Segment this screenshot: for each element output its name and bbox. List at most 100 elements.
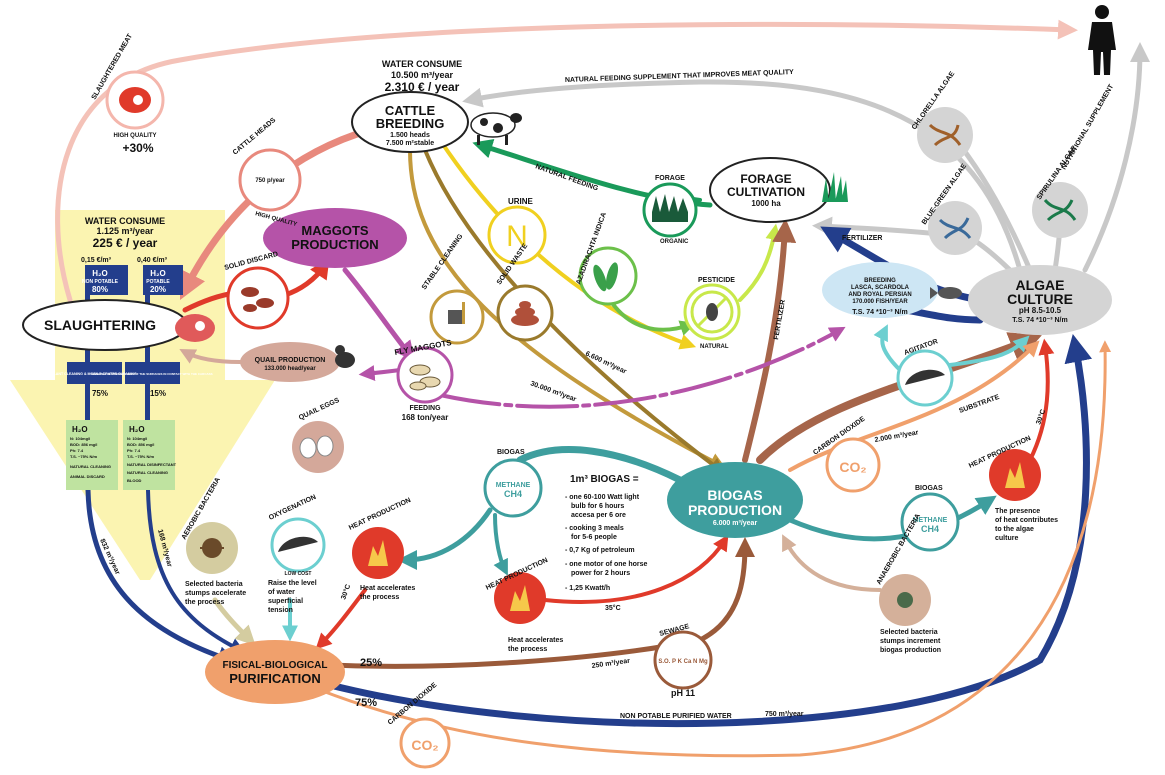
waste-right-l3: Ph: 7.4 xyxy=(127,448,141,453)
flow-meat-to-human xyxy=(55,19,1078,303)
forage-cultivation-title1: FORAGE xyxy=(740,172,791,186)
cattle-heads-node xyxy=(238,148,302,212)
methane-left-label: BIOGAS xyxy=(497,449,525,456)
waste-left-l2: BOD: 856 mg/l xyxy=(70,442,97,447)
chlorella-node xyxy=(917,107,973,163)
dung-icon xyxy=(511,301,539,326)
flow-purified-pct-label: 75% xyxy=(355,697,377,709)
right-sub: POTABLE xyxy=(146,279,170,285)
flow-non-potable-water xyxy=(326,334,1093,728)
cattle-heads-rate: 750 p/year xyxy=(255,178,285,184)
flow-right-outflow xyxy=(146,488,246,653)
maggots-title1: MAGGOTS xyxy=(301,223,368,238)
heat-mid-node xyxy=(494,572,546,624)
broom-icon xyxy=(448,302,465,324)
flow-fertilizer-algae-label: FERTILIZER xyxy=(842,235,882,242)
oxygenation-note3: superficial xyxy=(268,598,303,605)
purification-node xyxy=(205,640,345,704)
fish-l2: LASCA, SCARDOLA xyxy=(851,285,910,291)
heat-right-note2: of heat contributes xyxy=(995,517,1058,524)
biogas-box-l3: - 0,7 Kg of petroleum xyxy=(565,547,635,554)
maggots-production-node xyxy=(263,208,407,268)
waste-right-l5: NATURAL DISINFECTANT xyxy=(127,462,177,467)
left-price: 0,15 €/m³ xyxy=(81,257,112,264)
fish-l3: AND ROYAL PERSIAN xyxy=(848,292,911,298)
slaughter-water-line1: WATER CONSUME xyxy=(85,216,165,226)
waste-left-l1: N: 104mg/l xyxy=(70,436,90,441)
biogas-box-l1: - one 60-100 Watt light xyxy=(565,494,640,501)
algae-sub2: T.S. 74 *10⁻³ N/m xyxy=(1012,317,1067,324)
purification-title2: PURIFICATION xyxy=(229,671,320,686)
flow-quail-to-slaughter xyxy=(179,348,242,364)
right-pct: 20% xyxy=(150,285,166,294)
leaf-icon xyxy=(593,262,619,292)
algae-culture-node xyxy=(968,265,1112,335)
slaughter-water-line2: 1.125 m³/year xyxy=(96,226,154,236)
anaerobic-note1: Selected bacteria xyxy=(880,629,938,636)
flow-aerobic xyxy=(212,597,256,646)
heat-left-note2: the process xyxy=(360,594,399,601)
heat-mid-note2: the process xyxy=(508,646,547,653)
left-sub: NON POTABLE xyxy=(82,279,119,285)
bacteria-icon xyxy=(200,538,913,608)
fish-l1: BREEDING xyxy=(864,278,896,284)
biogas-sub: 6.000 m³/year xyxy=(713,520,758,527)
fish-l4: 170.000 FISH/YEAR xyxy=(852,299,908,305)
co2-bottom-node xyxy=(399,717,451,769)
flow-co2-top xyxy=(788,340,1040,472)
sewage-node xyxy=(653,630,713,690)
slaughter-water-line3: 225 € / year xyxy=(93,236,158,250)
cone-icon xyxy=(278,369,945,552)
flow-heat-left xyxy=(315,588,367,650)
right-use: WASHING OF UTENSILS AND OF THE SURFACES … xyxy=(91,372,212,376)
heat-mid-temp: 35°C xyxy=(605,604,621,612)
algae-title2: CULTURE xyxy=(1007,291,1073,307)
sewage-elements: S.O. P K Ca N Mg xyxy=(658,659,708,665)
biogas-box-l4b: power for 2 hours xyxy=(571,570,630,577)
fly-maggots-node xyxy=(396,346,454,404)
aerobic-note1: Selected bacteria xyxy=(185,581,243,588)
biogas-box-l2: - cooking 3 meals xyxy=(565,525,624,532)
flow-methane-to-heat-mid xyxy=(493,513,508,576)
co2-top-symbol: CO₂ xyxy=(839,459,866,475)
cattle-sub1: 1.500 heads xyxy=(390,132,430,139)
quail-production-node xyxy=(240,342,340,382)
flame-icon xyxy=(368,462,1025,611)
algae-icon xyxy=(928,123,962,147)
left-h2o: H₂O xyxy=(92,269,108,278)
cattle-title1: CATTLE xyxy=(385,103,436,118)
flow-methane-to-heat-left xyxy=(397,507,493,570)
spirulina-algae-icon xyxy=(1043,198,1077,222)
heat-right-note1: The presence xyxy=(995,508,1040,515)
right-use-pct: 15% xyxy=(150,389,166,398)
flow-pesticide xyxy=(738,223,782,302)
right-price: 0,40 €/m³ xyxy=(137,257,168,264)
waste-right-l1: N: 104mg/l xyxy=(127,436,147,441)
methane-left-sym2: CH4 xyxy=(504,489,522,499)
forage-label: FORAGE xyxy=(655,175,685,182)
cow-icon xyxy=(470,112,522,145)
steak-icon xyxy=(175,314,215,342)
oxygenation-sub: LOW COST xyxy=(285,571,312,577)
biogas-box-l2b: for 5-6 people xyxy=(571,534,617,541)
waste-left-l5: NATURAL CLEANING xyxy=(70,464,111,469)
methane-left-sym1: METHANE xyxy=(496,482,531,489)
waste-right-l2: BOD: 856 mg/l xyxy=(127,442,154,447)
flow-heat-right xyxy=(1028,338,1055,462)
water-split xyxy=(66,265,183,490)
biogas-box-l1b: bulb for 6 hours xyxy=(571,503,624,510)
flow-agitator xyxy=(873,324,902,372)
quail-l1: QUAIL PRODUCTION xyxy=(255,357,326,364)
methane-right-label: BIOGAS xyxy=(915,485,943,492)
quail-icon xyxy=(335,345,355,368)
flow-substrate xyxy=(756,332,1042,464)
oxygenation-label: OXYGENATION xyxy=(268,494,317,522)
forage-cultivation-title2: CULTIVATION xyxy=(727,185,805,199)
solid-discard-node xyxy=(226,266,290,330)
heat-right-note4: culture xyxy=(995,535,1018,542)
flow-agitator-2 xyxy=(948,335,1030,367)
co2-bottom-symbol: CO₂ xyxy=(411,737,438,753)
waste-left-l3: Ph: 7.4 xyxy=(70,448,84,453)
flow-supplement-to-cattle xyxy=(462,79,1023,273)
